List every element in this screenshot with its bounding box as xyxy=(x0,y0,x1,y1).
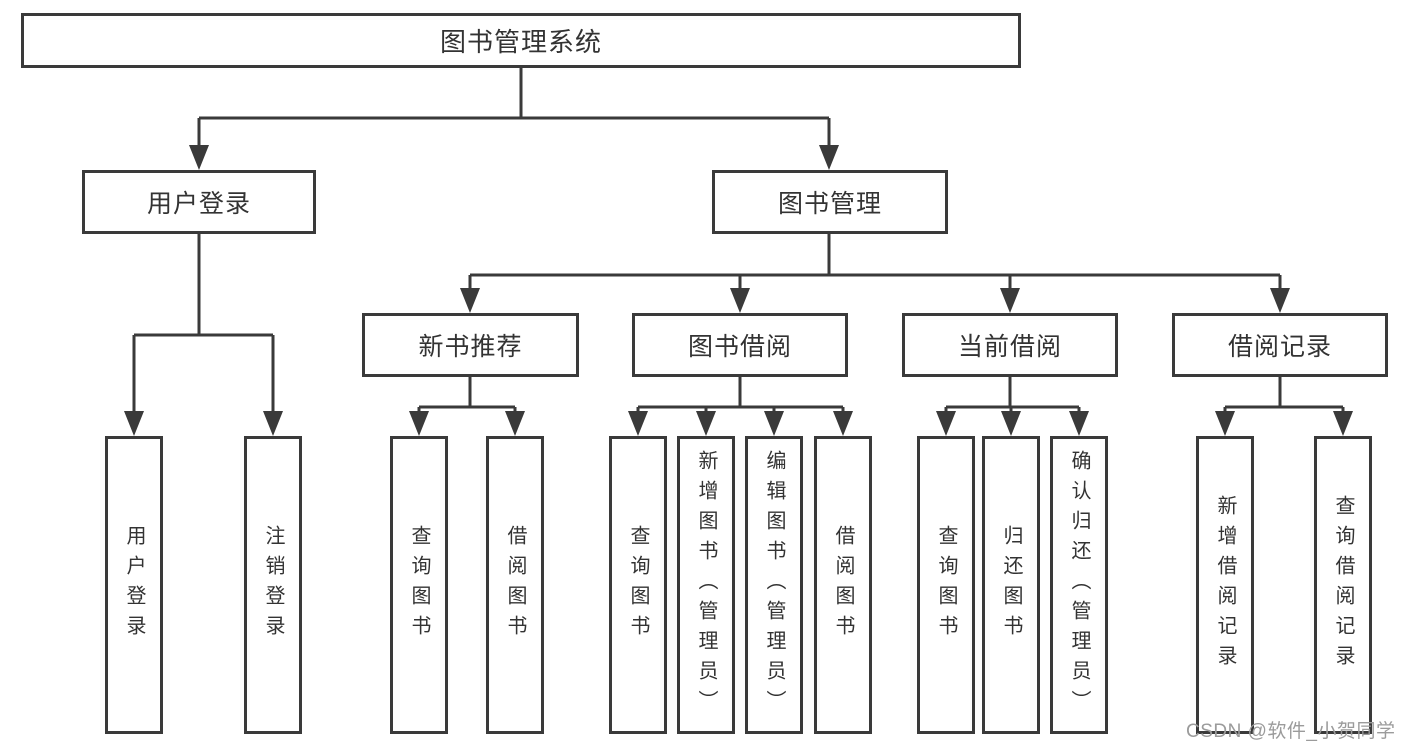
leaf-confirm-return-admin: 确认归还（管理员） xyxy=(1050,436,1108,734)
node-new-book-recommendation: 新书推荐 xyxy=(362,313,579,377)
leaf-add-books-admin: 新增图书（管理员） xyxy=(677,436,735,734)
node-book-borrowing: 图书借阅 xyxy=(632,313,848,377)
leaf-borrow-books-recommend: 借阅图书 xyxy=(486,436,544,734)
node-user-login: 用户登录 xyxy=(82,170,316,234)
node-current-borrowing: 当前借阅 xyxy=(902,313,1118,377)
leaf-query-books-recommend: 查询图书 xyxy=(390,436,448,734)
leaf-borrow-books: 借阅图书 xyxy=(814,436,872,734)
leaf-query-books-borrow: 查询图书 xyxy=(609,436,667,734)
leaf-add-borrow-record: 新增借阅记录 xyxy=(1196,436,1254,734)
leaf-return-books: 归还图书 xyxy=(982,436,1040,734)
leaf-edit-books-admin: 编辑图书（管理员） xyxy=(745,436,803,734)
leaf-user-login: 用户登录 xyxy=(105,436,163,734)
node-root-system: 图书管理系统 xyxy=(21,13,1021,68)
csdn-watermark: CSDN @软件_小贺同学 xyxy=(1186,721,1396,742)
node-borrowing-records: 借阅记录 xyxy=(1172,313,1388,377)
leaf-query-borrow-record: 查询借阅记录 xyxy=(1314,436,1372,734)
leaf-query-books-current: 查询图书 xyxy=(917,436,975,734)
node-book-management: 图书管理 xyxy=(712,170,948,234)
leaf-logout: 注销登录 xyxy=(244,436,302,734)
